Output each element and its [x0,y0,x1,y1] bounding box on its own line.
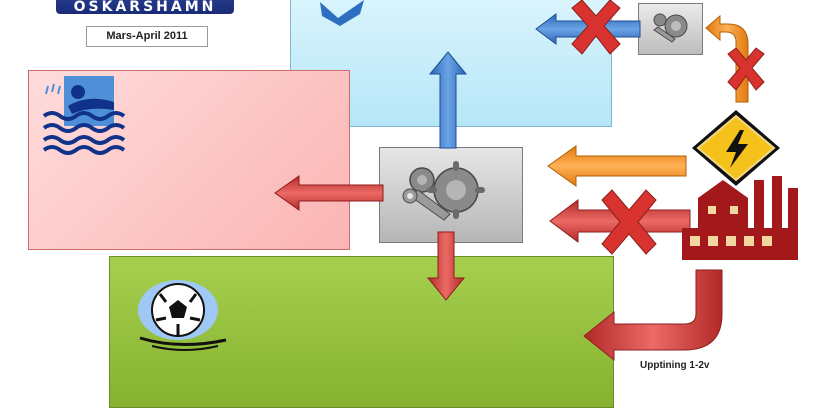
arrow-curved-red [583,269,723,362]
oskarshamn-logo: OSKARSHAMN [56,0,234,15]
arrow-left-orange [547,145,687,187]
date-label: Mars-April 2011 [86,26,208,47]
red-x-small-icon [727,47,765,91]
arrow-up-blue [428,51,468,149]
football-icon [138,280,227,351]
arrow-down-red [426,231,466,301]
gears-wrench-icon [402,161,485,221]
red-x-icon [571,0,621,55]
high-voltage-warning-icon [692,110,780,186]
swimmer-icon [42,76,126,155]
arrow-left-red-main [274,175,384,211]
blue-swoosh-icon [320,0,364,26]
gears-wrench-small-icon [653,13,688,43]
caption-upptining: Upptining 1-2v [640,360,710,371]
factory-icon [682,176,798,260]
red-x-icon-2 [601,189,657,255]
